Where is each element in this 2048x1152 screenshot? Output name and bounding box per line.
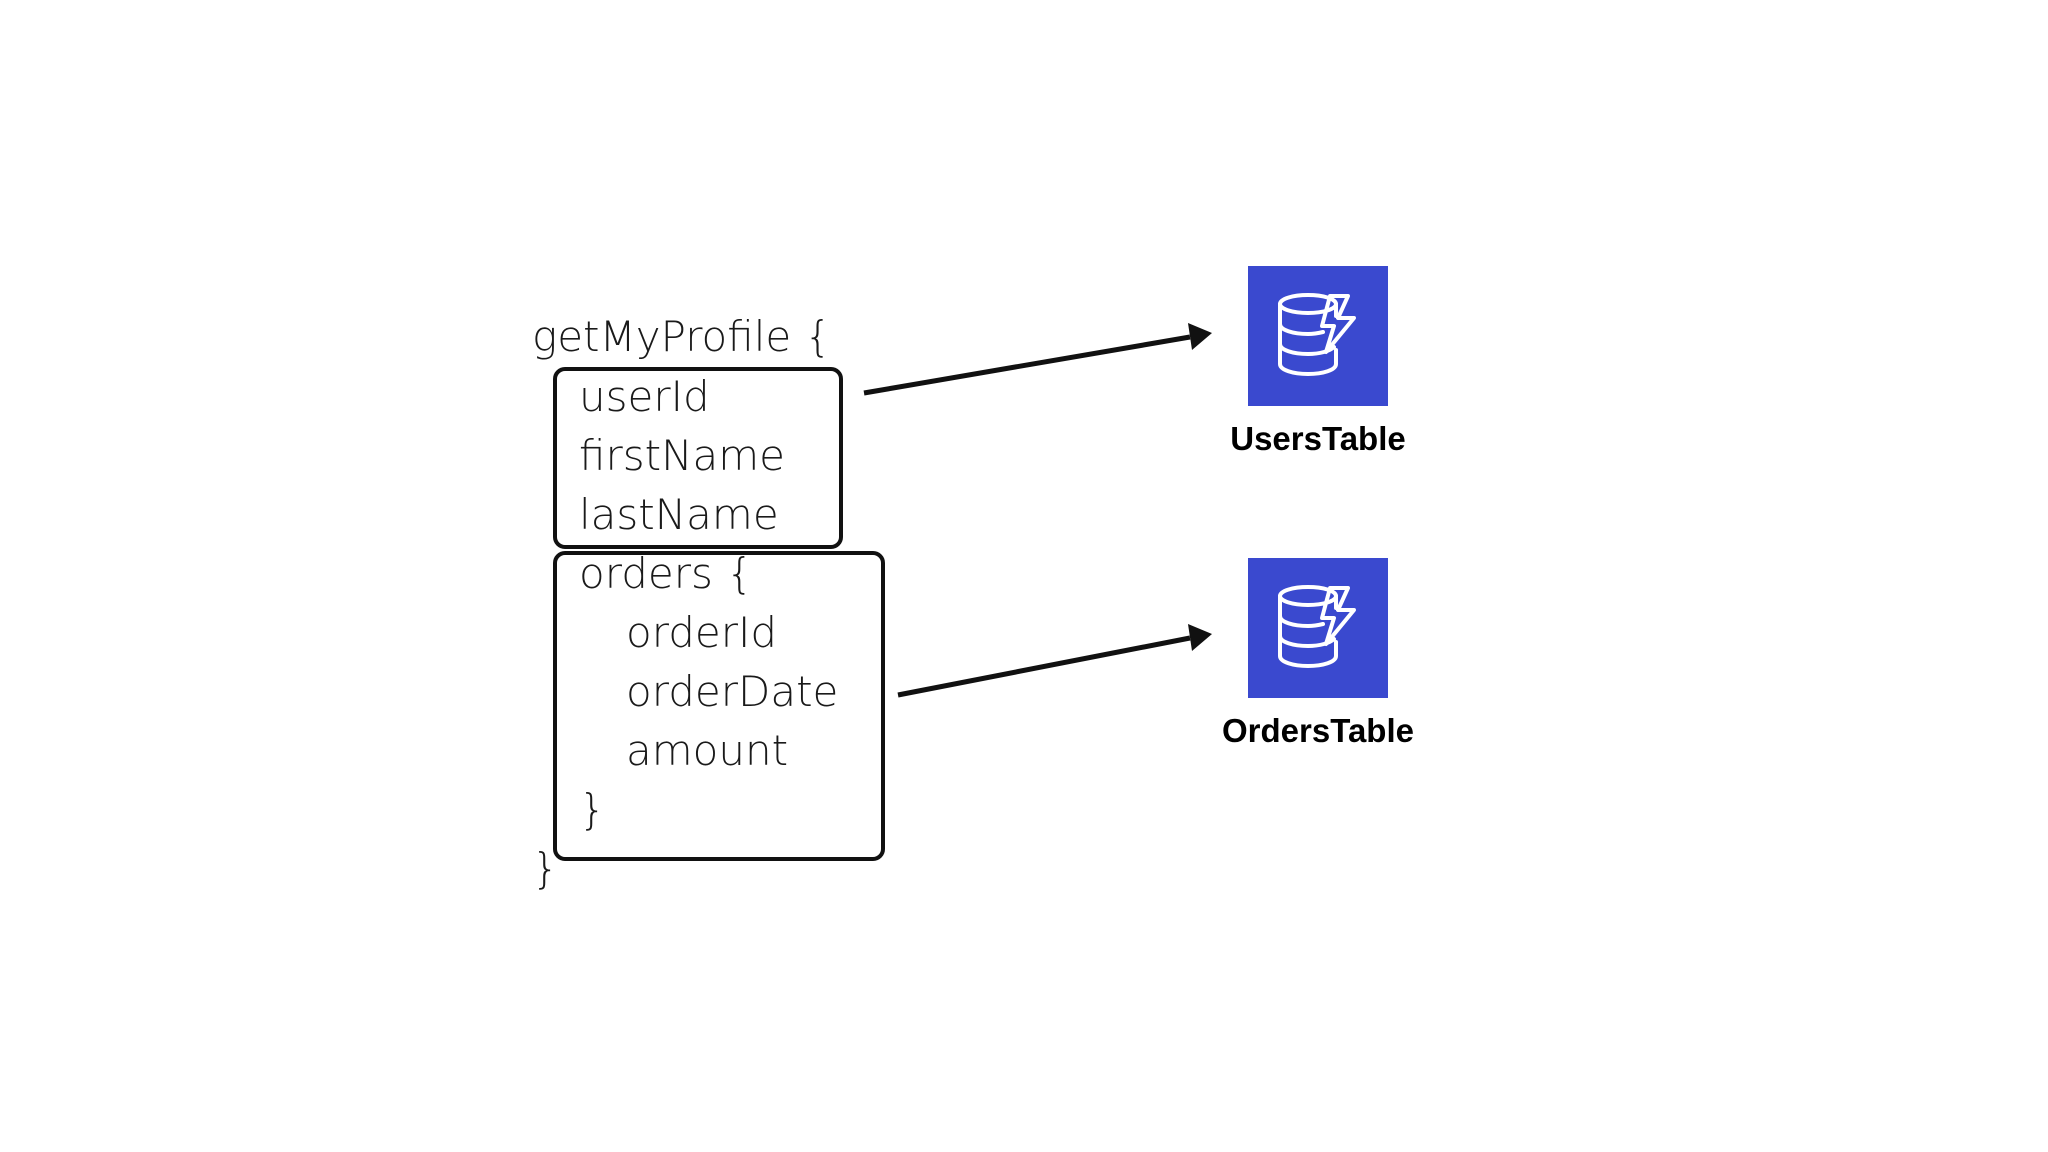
orders-table-label: OrdersTable	[1222, 712, 1414, 749]
arrow-to-users-table	[863, 334, 1191, 396]
arrow-to-orders-table	[897, 635, 1191, 698]
dynamodb-icon	[1248, 266, 1388, 406]
orders-open-line: orders {	[579, 549, 753, 598]
query-open-line: getMyProfile {	[532, 312, 832, 361]
field-amount: amount	[626, 726, 789, 775]
orders-close-line: }	[579, 785, 606, 834]
dynamodb-icon	[1248, 558, 1388, 698]
field-user-id: userId	[579, 372, 710, 421]
field-order-date: orderDate	[626, 667, 839, 716]
field-first-name: firstName	[579, 431, 785, 480]
query-close-line: }	[532, 844, 559, 893]
users-table-label: UsersTable	[1230, 420, 1406, 457]
field-order-id: orderId	[626, 608, 778, 657]
arrow-head-orders	[1188, 624, 1212, 651]
user-fields-box	[553, 367, 843, 549]
orders-box	[553, 551, 885, 861]
field-last-name: lastName	[579, 490, 779, 539]
arrow-head-users	[1188, 323, 1212, 350]
